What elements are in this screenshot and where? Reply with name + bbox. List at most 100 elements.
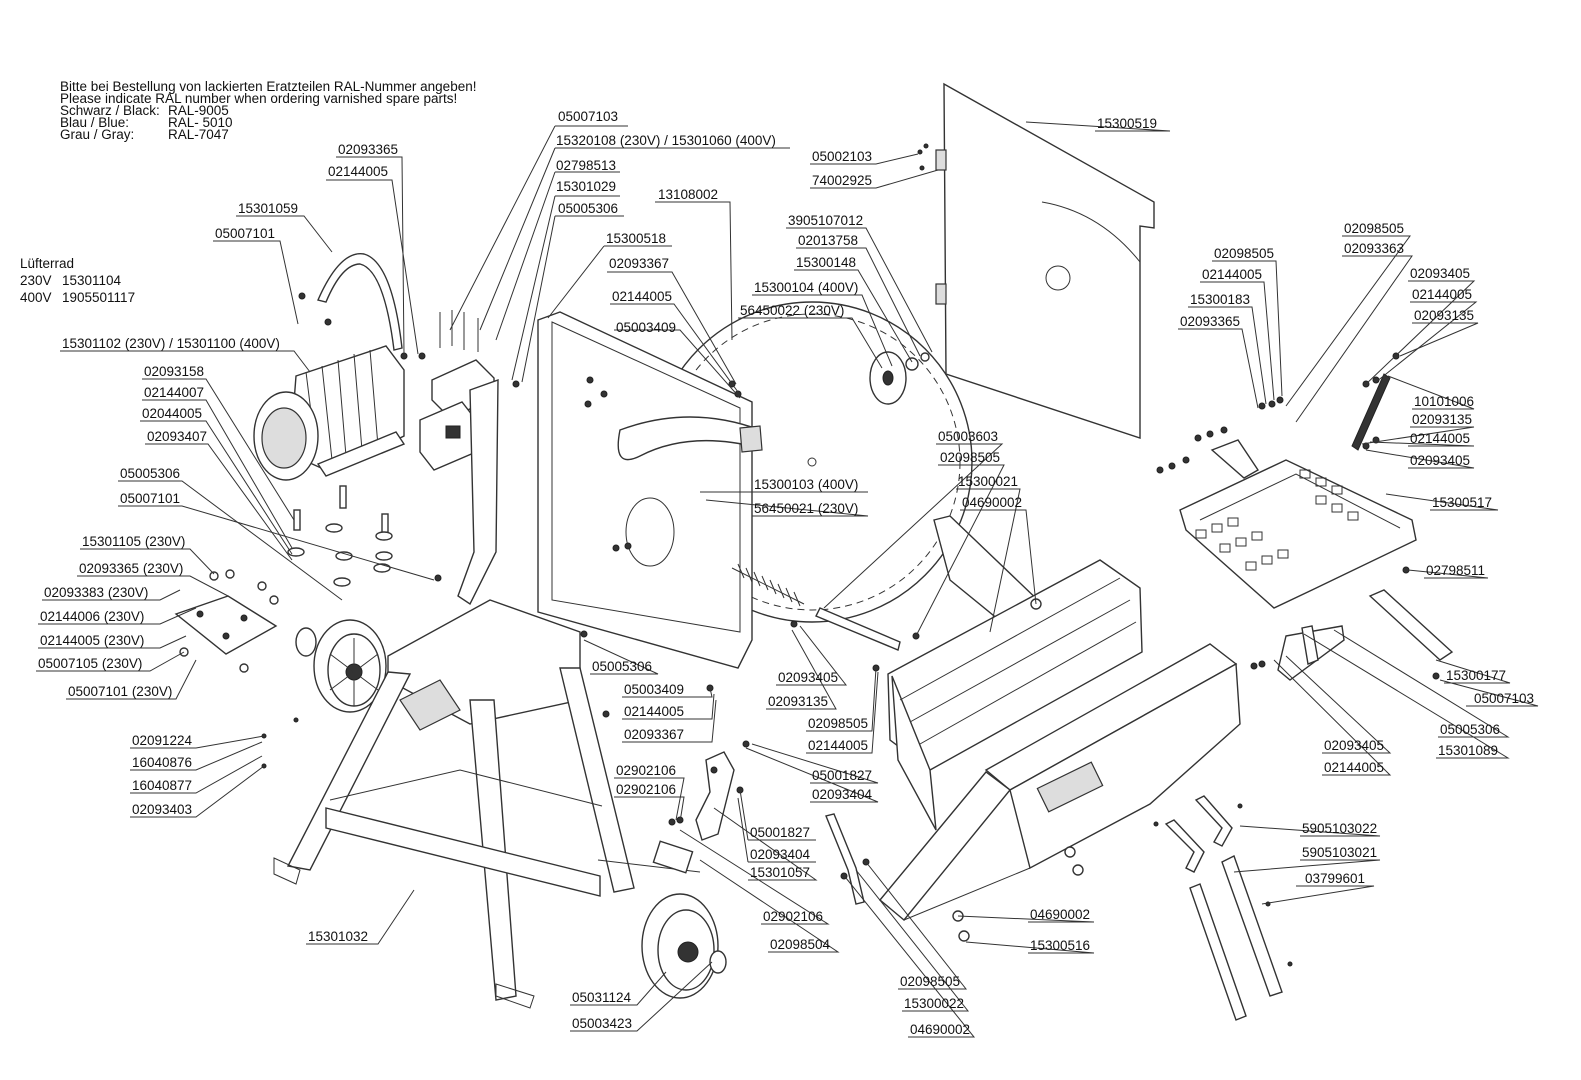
part-number-labels: 05007103 15320108 (230V) / 15301060 (400… xyxy=(38,109,1534,1037)
part-number-label: 15320108 (230V) / 15301060 (400V) xyxy=(556,133,776,148)
part-number-label: 05007101 xyxy=(215,226,275,241)
blade-guard xyxy=(935,82,1155,439)
right-wheel xyxy=(597,840,727,999)
motor-mount-bracket xyxy=(439,310,499,606)
part-number-label: 02144005 xyxy=(1324,760,1384,775)
part-number-label: 02093404 xyxy=(750,847,811,862)
part-number-label: 02093405 xyxy=(1410,266,1470,281)
color-blue-name: Blau / Blue: xyxy=(60,115,129,130)
part-number-label: 02798511 xyxy=(1426,563,1485,578)
part-number-label: 02093365 xyxy=(1180,314,1240,329)
blade-flange xyxy=(869,351,930,405)
part-number-label: 02098505 xyxy=(900,974,960,989)
part-number-label: 10101006 xyxy=(1414,394,1474,409)
motor-strap xyxy=(298,253,403,351)
part-number-label: 15300103 (400V) xyxy=(754,477,858,492)
color-black-name: Schwarz / Black: xyxy=(60,103,160,118)
part-number-label: 02093383 (230V) xyxy=(44,585,148,600)
part-number-label: 74002925 xyxy=(812,173,872,188)
fan-wheel-note: Lüfterrad 230V 15301104 400V 1905501117 xyxy=(20,256,135,305)
fan-voltage-230: 230V xyxy=(20,273,52,288)
part-number-label: 05003603 xyxy=(938,429,998,444)
part-number-label: 02013758 xyxy=(798,233,858,248)
part-number-label: 15300022 xyxy=(904,996,964,1011)
part-number-label: 16040877 xyxy=(132,778,192,793)
part-drawings xyxy=(174,82,1454,1021)
part-number-label: 05007105 (230V) xyxy=(38,656,142,671)
riving-knife-arm xyxy=(617,416,763,461)
part-number-label: 02144007 xyxy=(144,385,204,400)
color-gray-name: Grau / Gray: xyxy=(60,127,134,142)
color-blue-ral: RAL- 5010 xyxy=(168,115,233,130)
part-number-label: 02093403 xyxy=(132,802,192,817)
fan-part-400: 1905501117 xyxy=(62,290,135,305)
part-number-label: 15300517 xyxy=(1432,495,1492,510)
part-number-label: 15300104 (400V) xyxy=(754,280,858,295)
left-wheel xyxy=(295,619,387,713)
saw-housing-plate xyxy=(537,311,753,669)
part-number-label: 02902106 xyxy=(763,909,823,924)
part-number-label: 05007101 (230V) xyxy=(68,684,172,699)
part-number-label: 02144005 xyxy=(624,704,684,719)
part-number-label: 02093135 xyxy=(768,694,828,709)
part-number-label: 05003409 xyxy=(624,682,684,697)
part-number-label: 15301102 (230V) / 15301100 (400V) xyxy=(62,336,280,351)
part-number-label: 15301057 xyxy=(750,865,810,880)
part-number-label: 02144006 (230V) xyxy=(40,609,144,624)
part-number-label: 02144005 xyxy=(612,289,672,304)
chain-spring xyxy=(1351,373,1391,451)
part-number-label: 15301105 (230V) xyxy=(82,534,185,549)
part-number-label: 02093405 xyxy=(1324,738,1384,753)
part-number-label: 02144005 xyxy=(328,164,388,179)
part-number-label: 56450021 (230V) xyxy=(754,501,858,516)
part-number-label: 02093367 xyxy=(609,256,669,271)
part-number-label: 05005306 xyxy=(558,201,618,216)
fan-part-230: 15301104 xyxy=(62,273,122,288)
part-number-label: 05001827 xyxy=(812,768,872,783)
part-number-label: 15301089 xyxy=(1438,743,1498,758)
part-number-label: 02091224 xyxy=(132,733,193,748)
part-number-label: 05031124 xyxy=(572,990,632,1005)
part-number-label: 05007101 xyxy=(120,491,180,506)
part-number-label: 02098505 xyxy=(1214,246,1274,261)
part-number-label: 04690002 xyxy=(1030,907,1090,922)
part-number-label: 02098504 xyxy=(770,937,831,952)
part-number-label: 16040876 xyxy=(132,755,192,770)
part-number-label: 02093405 xyxy=(1410,453,1470,468)
part-number-label: 02902106 xyxy=(616,782,676,797)
part-number-label: 15300021 xyxy=(958,474,1018,489)
part-number-label: 5905103022 xyxy=(1302,821,1377,836)
part-number-label: 02902106 xyxy=(616,763,676,778)
part-number-label: 04690002 xyxy=(962,495,1022,510)
part-number-label: 05007103 xyxy=(558,109,618,124)
part-number-label: 15300516 xyxy=(1030,938,1090,953)
part-number-label: 02093363 xyxy=(1344,241,1404,256)
part-number-label: 15300148 xyxy=(796,255,856,270)
part-number-label: 03799601 xyxy=(1305,871,1365,886)
leader-lines xyxy=(36,121,1539,1038)
part-number-label: 15300177 xyxy=(1446,668,1506,683)
part-number-label: 13108002 xyxy=(658,187,718,202)
part-number-label: 02098505 xyxy=(1344,221,1404,236)
mounting-brackets xyxy=(1277,589,1454,681)
part-number-label: 02093405 xyxy=(778,670,838,685)
part-number-label: 5905103021 xyxy=(1302,845,1377,860)
part-number-label: 05007103 xyxy=(1474,691,1534,706)
part-number-label: 02144005 xyxy=(1410,431,1470,446)
part-number-label: 15301029 xyxy=(556,179,616,194)
part-number-label: 02093365 (230V) xyxy=(79,561,183,576)
part-number-label: 05005306 xyxy=(1440,722,1500,737)
part-number-label: 05001827 xyxy=(750,825,810,840)
color-black-ral: RAL-9005 xyxy=(168,103,229,118)
side-guard-plate xyxy=(1179,439,1417,609)
motor-bolts xyxy=(287,485,393,587)
tension-spring xyxy=(731,563,805,607)
motor xyxy=(253,345,406,481)
part-number-label: 05003423 xyxy=(572,1016,632,1031)
spring-rod xyxy=(815,607,901,905)
part-number-label: 02798513 xyxy=(556,158,616,173)
handles xyxy=(1189,855,1283,1021)
part-number-label: 02093135 xyxy=(1414,308,1474,323)
part-number-label: 3905107012 xyxy=(788,213,863,228)
